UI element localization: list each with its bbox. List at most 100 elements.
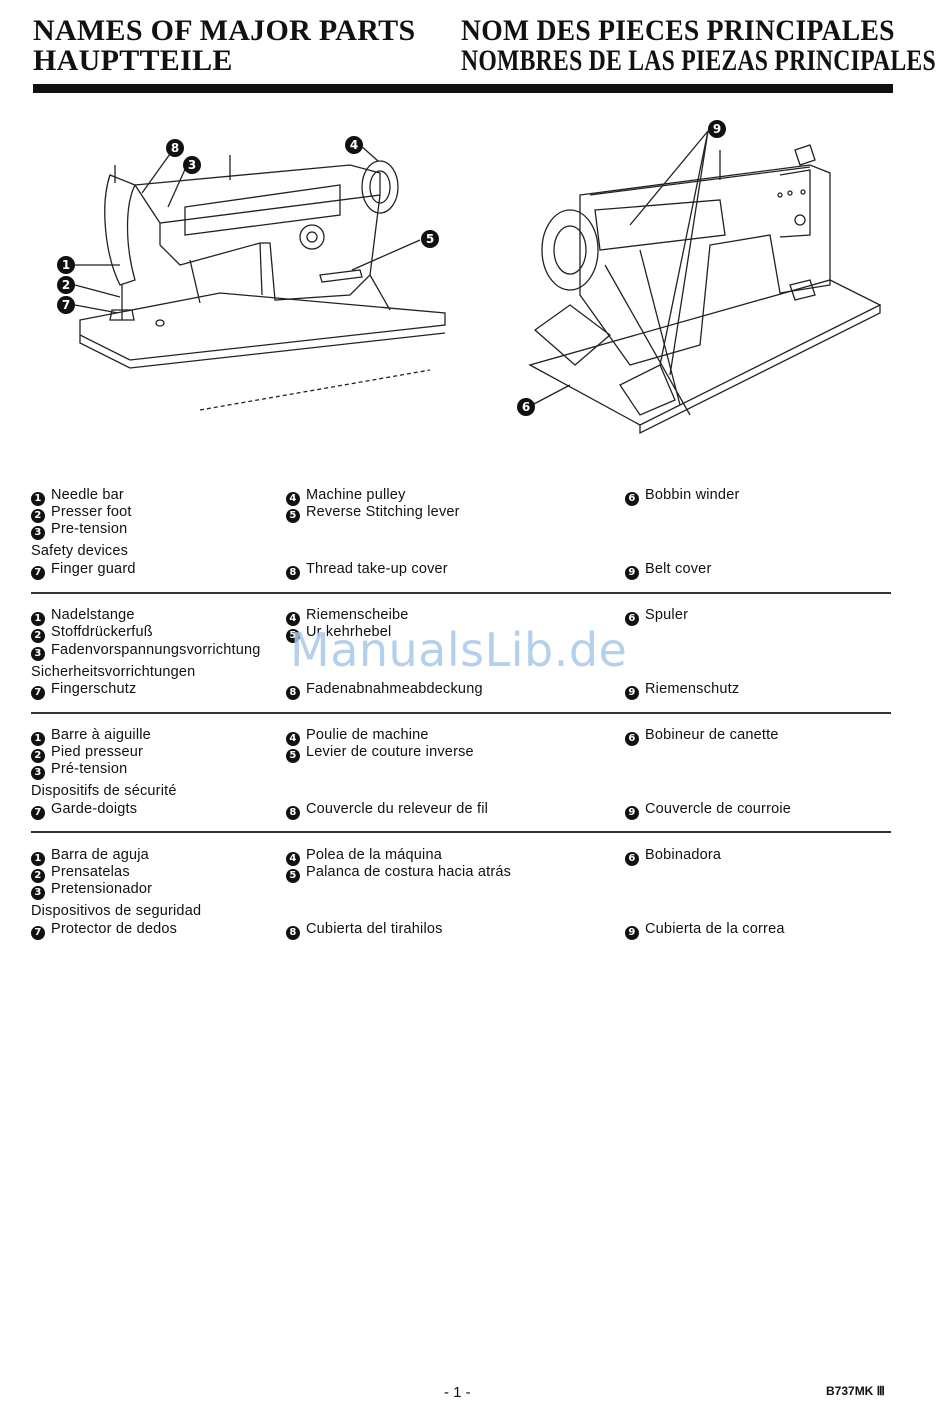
callout-markers: 1 2 7 8 3 4 5 <box>57 136 439 314</box>
number-badge: 2 <box>31 629 45 643</box>
svg-text:1: 1 <box>62 258 70 272</box>
number-badge: 5 <box>286 749 300 763</box>
number-badge: 5 <box>286 869 300 883</box>
machine-rear-illustration: 9 6 <box>517 120 882 435</box>
callout-markers-rear: 9 6 <box>517 120 726 416</box>
number-badge: 2 <box>31 869 45 883</box>
number-badge: 5 <box>286 629 300 643</box>
svg-text:8: 8 <box>171 141 179 155</box>
svg-text:3: 3 <box>188 158 196 172</box>
title-english: NAMES OF MAJOR PARTS <box>33 14 416 47</box>
page-number: - 1 - <box>444 1384 471 1401</box>
title-french: NOM DES PIECES PRINCIPALES <box>461 14 895 47</box>
number-badge: 6 <box>625 492 639 506</box>
header-rule <box>33 84 893 93</box>
number-badge: 9 <box>625 926 639 940</box>
number-badge: 3 <box>31 526 45 540</box>
number-badge: 7 <box>31 926 45 940</box>
list-heading: Safety devices <box>31 543 129 559</box>
number-badge: 6 <box>625 732 639 746</box>
section-divider <box>31 592 891 594</box>
number-badge: 1 <box>31 852 45 866</box>
list-heading: Dispositifs de sécurité <box>31 783 177 799</box>
svg-text:4: 4 <box>350 138 358 152</box>
number-badge: 3 <box>31 766 45 780</box>
number-badge: 4 <box>286 612 300 626</box>
number-badge: 7 <box>31 686 45 700</box>
watermark: ManualsLib.de <box>290 623 628 677</box>
number-badge: 1 <box>31 492 45 506</box>
number-badge: 1 <box>31 612 45 626</box>
number-badge: 7 <box>31 806 45 820</box>
number-badge: 8 <box>286 686 300 700</box>
number-badge: 8 <box>286 566 300 580</box>
number-badge: 6 <box>625 852 639 866</box>
svg-text:9: 9 <box>713 122 721 136</box>
svg-text:5: 5 <box>426 232 434 246</box>
number-badge: 4 <box>286 852 300 866</box>
page-header: NAMES OF MAJOR PARTS HAUPTTEILE NOM DES … <box>33 14 936 80</box>
svg-text:2: 2 <box>62 278 70 292</box>
svg-text:7: 7 <box>62 298 70 312</box>
list-heading: Dispositivos de seguridad <box>31 903 202 919</box>
number-badge: 7 <box>31 566 45 580</box>
number-badge: 9 <box>625 566 639 580</box>
machine-front-illustration: 1 2 7 8 3 4 5 <box>57 136 446 411</box>
number-badge: 6 <box>625 612 639 626</box>
svg-text:6: 6 <box>522 400 530 414</box>
number-badge: 9 <box>625 806 639 820</box>
number-badge: 3 <box>31 647 45 661</box>
number-badge: 3 <box>31 886 45 900</box>
section-divider <box>31 712 891 714</box>
number-badge: 4 <box>286 492 300 506</box>
title-spanish: NOMBRES DE LAS PIEZAS PRINCIPALES <box>461 44 936 77</box>
number-badge: 4 <box>286 732 300 746</box>
number-badge: 9 <box>625 686 639 700</box>
title-german: HAUPTTEILE <box>33 44 233 77</box>
list-heading: Sicherheitsvorrichtungen <box>31 664 196 680</box>
number-badge: 2 <box>31 509 45 523</box>
number-badge: 8 <box>286 806 300 820</box>
model-code: B737MK Ⅲ <box>826 1384 885 1398</box>
number-badge: 8 <box>286 926 300 940</box>
number-badge: 2 <box>31 749 45 763</box>
number-badge: 1 <box>31 732 45 746</box>
section-divider <box>31 831 891 833</box>
